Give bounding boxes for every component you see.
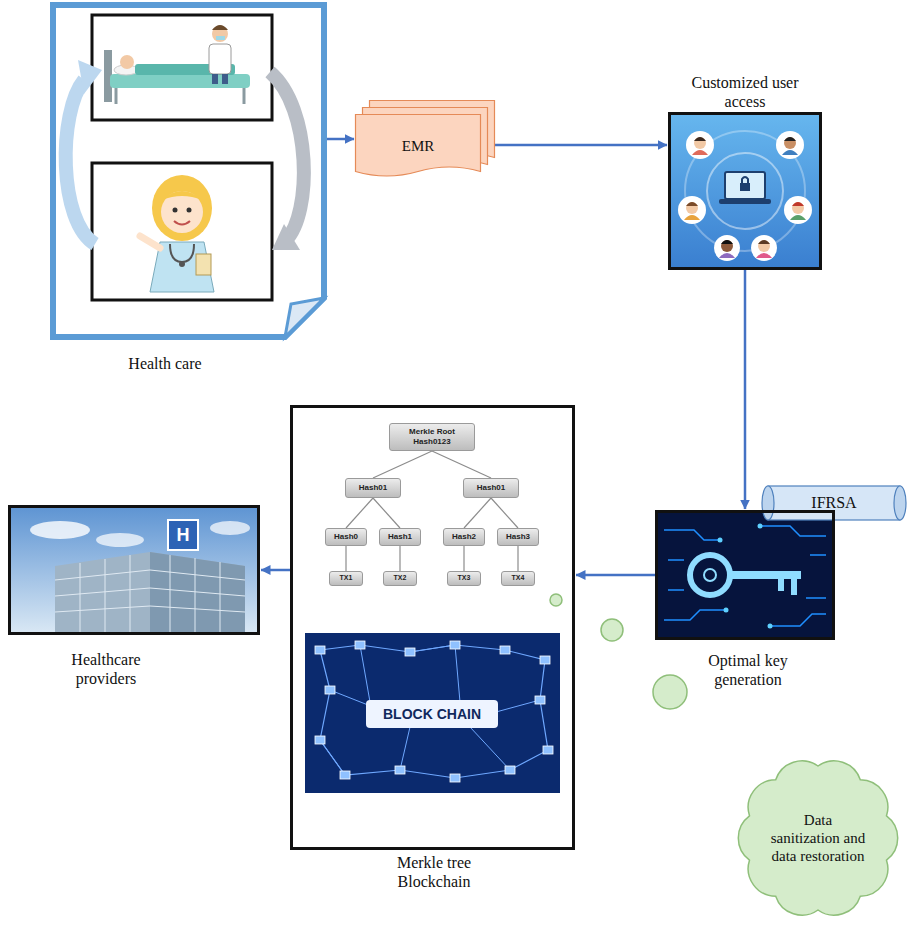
text-slot: Hash0	[326, 529, 366, 545]
text-slot: TX1	[330, 572, 362, 585]
healthcare-frame: Health care	[50, 2, 327, 340]
node-label: Data sanitization and data restoration	[770, 811, 866, 865]
tree-link	[345, 546, 346, 571]
nurse-picture	[92, 163, 272, 300]
hash-label: Hash01	[359, 483, 387, 493]
text-slot: Customized user access	[675, 73, 815, 111]
node-label: Customized user access	[675, 73, 815, 111]
tree-link	[346, 498, 373, 528]
hash-box: Hash2	[443, 528, 485, 546]
transaction-box: TX4	[501, 571, 535, 586]
flow-arrow	[327, 138, 354, 141]
user-access-box: Customized user access	[668, 112, 822, 270]
text-slot: Hash3	[498, 529, 538, 545]
flow-arrow	[744, 270, 747, 509]
text-slot: EMR	[355, 100, 495, 178]
node-label: Optimal key generation	[688, 651, 808, 689]
text-slot: Hash2	[444, 529, 484, 545]
hash-label: Hash2	[452, 532, 476, 542]
hash-label: TX2	[394, 574, 407, 582]
image-caption: BLOCK CHAIN	[383, 706, 481, 722]
text-slot: Healthcare providers	[51, 650, 161, 688]
hospital-sign-letter: H	[177, 525, 190, 546]
tree-link	[463, 546, 464, 571]
tree-link	[464, 498, 491, 528]
node-label: Healthcare providers	[51, 650, 161, 688]
tree-link	[373, 451, 432, 478]
hash-label: Hash1	[388, 532, 412, 542]
text-slot: Merkle tree Blockchain	[379, 853, 489, 891]
hash-label: TX1	[340, 574, 353, 582]
node-label: Health care	[105, 354, 225, 373]
hash-box: Hash01	[345, 478, 401, 498]
hash-box: Hash01	[463, 478, 519, 498]
thought-bubbles	[550, 594, 687, 709]
flow-arrow	[261, 569, 290, 572]
hash-label: TX4	[512, 574, 525, 582]
text-slot: TX4	[502, 572, 534, 585]
tree-link	[517, 546, 518, 571]
text-slot: Optimal key generation	[688, 651, 808, 689]
key-generation-box: Optimal key generation	[655, 510, 835, 640]
text-slot: Health care	[105, 354, 225, 373]
image-caption-holder: BLOCK CHAIN	[383, 706, 481, 722]
process-cloud: Data sanitization and data restoration	[732, 752, 904, 924]
node-label: IFRSA	[811, 493, 856, 512]
tree-link	[373, 498, 400, 528]
transaction-box: TX1	[329, 571, 363, 586]
cycle-arrows	[66, 60, 304, 250]
hash-label: Hash0	[334, 532, 358, 542]
transaction-box: TX3	[447, 571, 481, 586]
flow-arrow	[576, 574, 655, 577]
merkle-root-box: Merkle Root Hash0123	[389, 423, 475, 451]
tree-link	[399, 546, 400, 571]
text-slot: Merkle Root Hash0123	[390, 424, 474, 450]
text-slot: TX3	[448, 572, 480, 585]
hash-label: TX3	[458, 574, 471, 582]
text-slot: Data sanitization and data restoration	[732, 752, 904, 924]
hash-label: Hash3	[506, 532, 530, 542]
user-access-picture	[671, 115, 819, 267]
patient-picture	[92, 15, 272, 120]
emr-documents: EMR	[355, 100, 495, 178]
node-label: Merkle tree Blockchain	[379, 853, 489, 891]
key-picture	[658, 513, 832, 637]
text-slot: Hash1	[380, 529, 420, 545]
hash-box: Hash3	[497, 528, 539, 546]
blockchain-picture	[305, 633, 560, 793]
docframe-outline	[50, 2, 327, 340]
hash-box: Hash0	[325, 528, 367, 546]
hospital-sign-letter-holder: H	[177, 525, 190, 546]
flow-arrow	[495, 144, 667, 147]
hash-label: Merkle Root Hash0123	[403, 427, 461, 446]
node-label: EMR	[402, 137, 435, 155]
hash-box: Hash1	[379, 528, 421, 546]
text-slot: Hash01	[464, 479, 518, 497]
hospital-box: Healthcare providers	[8, 505, 260, 635]
tree-link	[432, 451, 491, 478]
text-slot: TX2	[384, 572, 416, 585]
merkle-blockchain-box: Merkle tree BlockchainMerkle Root Hash01…	[290, 405, 575, 850]
tree-link	[491, 498, 518, 528]
hash-label: Hash01	[477, 483, 505, 493]
transaction-box: TX2	[383, 571, 417, 586]
hospital-picture	[11, 508, 257, 632]
text-slot: Hash01	[346, 479, 400, 497]
